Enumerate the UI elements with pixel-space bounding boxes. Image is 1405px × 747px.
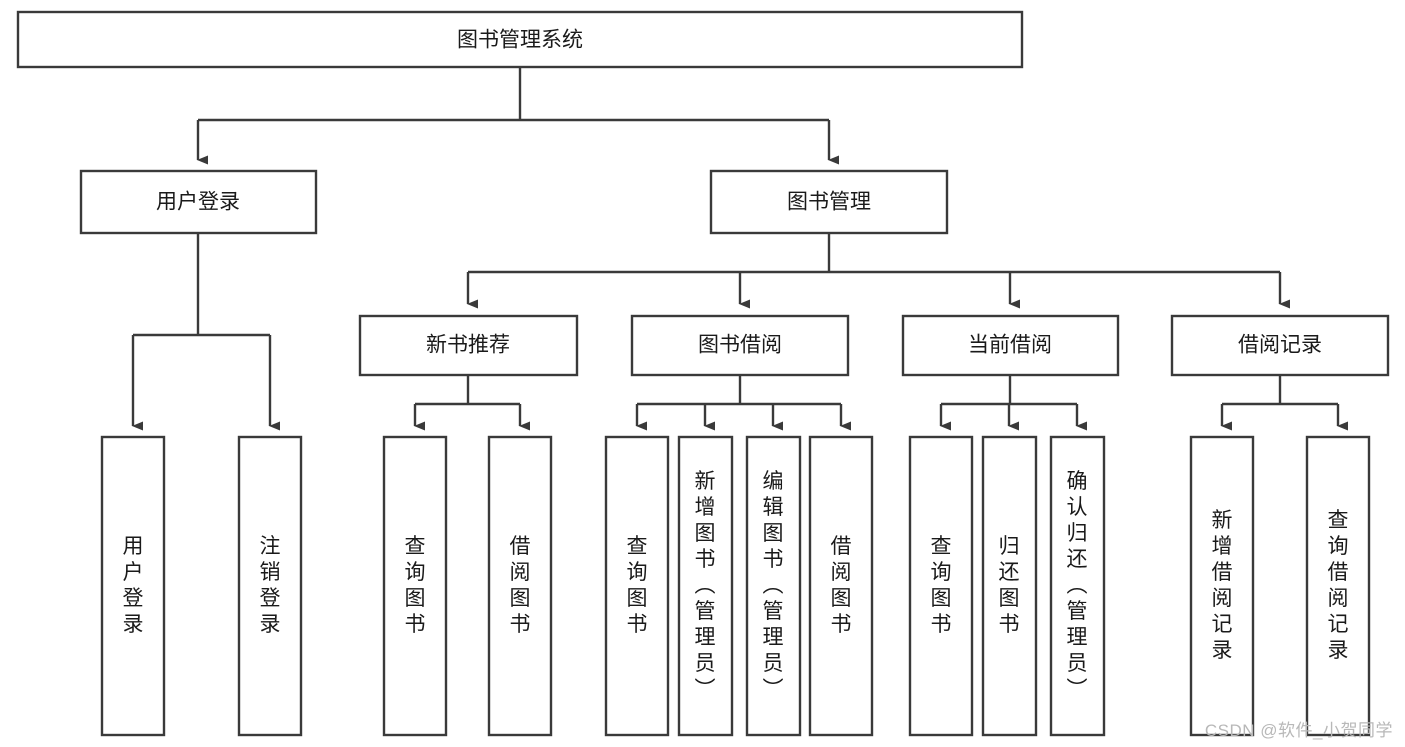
node-borrow-record[interactable]: 借阅记录	[1170, 314, 1390, 377]
leaf-book-borrow-edit[interactable]: 编辑图书︵管理员︶	[745, 435, 802, 737]
leaf-new-book-borrow-box	[487, 435, 553, 737]
node-book-manage[interactable]: 图书管理	[709, 169, 949, 235]
csdn-watermark: CSDN @软件_小贺同学	[1204, 721, 1393, 740]
connector-layer	[131, 67, 1348, 431]
leaf-book-borrow-query[interactable]: 查询图书	[604, 435, 670, 737]
leaf-book-borrow-borrow[interactable]: 借阅图书	[808, 435, 874, 737]
node-user-login[interactable]: 用户登录	[79, 169, 318, 235]
leaf-current-borrow-return-label: 归还图书	[999, 535, 1020, 636]
leaf-book-borrow-query-box	[604, 435, 670, 737]
leaf-new-book-query-label: 查询图书	[405, 535, 426, 636]
leaf-borrow-record-add[interactable]: 新增借阅记录	[1189, 435, 1255, 737]
leaf-user-login-logout-label: 注销登录	[260, 535, 281, 636]
leaf-current-borrow-confirm[interactable]: 确认归还︵管理员︶	[1049, 435, 1106, 737]
leaf-borrow-record-query-label: 查询借阅记录	[1328, 509, 1349, 662]
leaf-user-login-login-label: 用户登录	[123, 535, 144, 636]
leaf-user-login-logout[interactable]: 注销登录	[237, 435, 303, 737]
leaf-book-borrow-add-label: 新增图书︵管理员︶	[695, 470, 716, 701]
node-new-book-recommend-label: 新书推荐	[426, 334, 510, 357]
leaf-new-book-borrow[interactable]: 借阅图书	[487, 435, 553, 737]
node-book-manage-label: 图书管理	[787, 191, 871, 214]
leaf-book-borrow-borrow-box	[808, 435, 874, 737]
leaf-borrow-record-query-box	[1305, 435, 1371, 737]
leaf-user-login-login-box	[100, 435, 166, 737]
leaf-current-borrow-query[interactable]: 查询图书	[908, 435, 974, 737]
node-new-book-recommend[interactable]: 新书推荐	[358, 314, 579, 377]
leaf-current-borrow-return[interactable]: 归还图书	[981, 435, 1038, 737]
node-borrow-record-label: 借阅记录	[1238, 334, 1322, 357]
leaf-book-borrow-edit-box	[745, 435, 802, 737]
node-current-borrow-label: 当前借阅	[968, 334, 1052, 357]
node-book-manage-box	[709, 169, 949, 235]
node-current-borrow[interactable]: 当前借阅	[901, 314, 1120, 377]
leaf-new-book-query-box	[382, 435, 448, 737]
node-book-borrow-label: 图书借阅	[698, 334, 782, 357]
node-new-book-recommend-box	[358, 314, 579, 377]
node-user-login-label: 用户登录	[156, 191, 240, 214]
leaf-book-borrow-borrow-label: 借阅图书	[831, 535, 852, 636]
leaf-new-book-borrow-label: 借阅图书	[510, 535, 531, 636]
node-root-box	[16, 10, 1024, 69]
leaf-borrow-record-add-label: 新增借阅记录	[1212, 509, 1233, 662]
leaf-book-borrow-query-label: 查询图书	[627, 535, 648, 636]
node-root-system[interactable]: 图书管理系统	[16, 10, 1024, 69]
node-book-borrow[interactable]: 图书借阅	[630, 314, 850, 377]
node-book-borrow-box	[630, 314, 850, 377]
node-current-borrow-box	[901, 314, 1120, 377]
leaf-current-borrow-confirm-box	[1049, 435, 1106, 737]
leaf-book-borrow-add[interactable]: 新增图书︵管理员︶	[677, 435, 734, 737]
leaf-current-borrow-confirm-label: 确认归还︵管理员︶	[1067, 470, 1088, 701]
leaf-new-book-query[interactable]: 查询图书	[382, 435, 448, 737]
leaf-current-borrow-query-box	[908, 435, 974, 737]
leaf-user-login-logout-box	[237, 435, 303, 737]
leaf-user-login-login[interactable]: 用户登录	[100, 435, 166, 737]
leaf-current-borrow-query-label: 查询图书	[931, 535, 952, 636]
node-root-label: 图书管理系统	[457, 29, 583, 52]
leaf-borrow-record-add-box	[1189, 435, 1255, 737]
node-borrow-record-box	[1170, 314, 1390, 377]
node-user-login-box	[79, 169, 318, 235]
leaf-book-borrow-edit-label: 编辑图书︵管理员︶	[763, 470, 784, 701]
leaf-borrow-record-query[interactable]: 查询借阅记录	[1305, 435, 1371, 737]
leaf-book-borrow-add-box	[677, 435, 734, 737]
leaf-current-borrow-return-box	[981, 435, 1038, 737]
